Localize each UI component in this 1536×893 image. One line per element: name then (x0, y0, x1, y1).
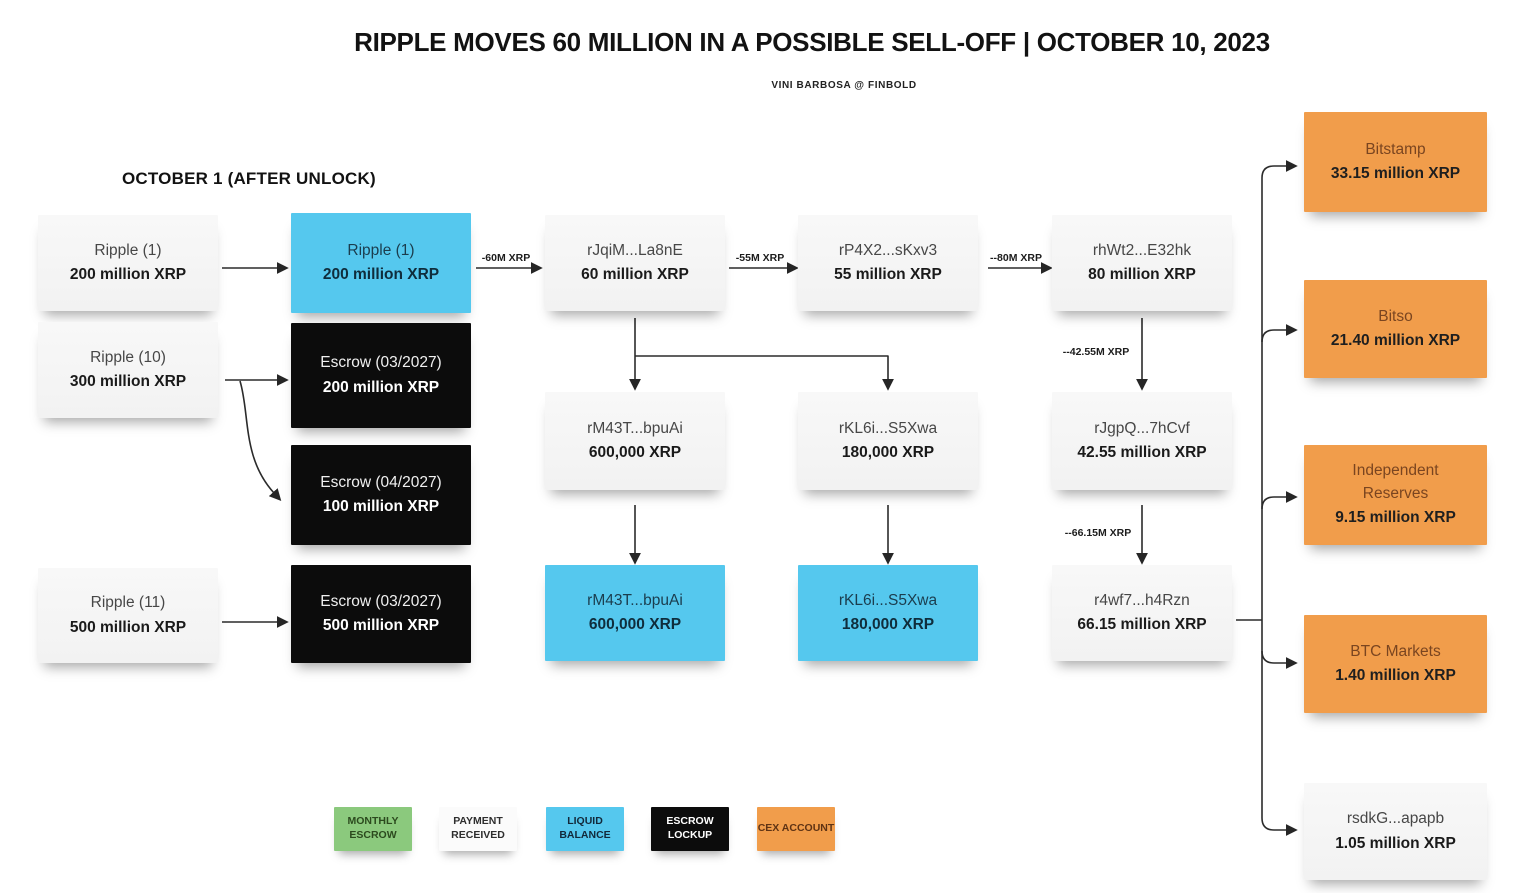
node-title: rM43T...bpuAi (587, 591, 683, 609)
node-title: Independent Reserves (1352, 462, 1439, 502)
flow-label-80m: --80M XRP (990, 252, 1042, 264)
node-title: Ripple (10) (90, 348, 166, 366)
arrow-trunk-to-rsdkg (1261, 620, 1298, 836)
node-escrow-04-2027-100m: Escrow (04/2027) 100 million XRP (291, 445, 471, 545)
arrow-trunk-to-bitso (1261, 324, 1298, 343)
node-title: Bitso (1378, 307, 1413, 325)
node-value: 200 million XRP (322, 378, 440, 396)
node-escrow-03-2027-200m: Escrow (03/2027) 200 million XRP (291, 323, 471, 428)
node-title: rJgpQ...7hCvf (1094, 419, 1190, 437)
node-title: Escrow (03/2027) (320, 592, 442, 610)
legend-label: ESCROW LOCKUP (666, 815, 714, 841)
legend-label: LIQUID BALANCE (559, 815, 611, 841)
node-title: Ripple (11) (90, 594, 166, 612)
node-title: rsdkG...apapb (1346, 810, 1445, 828)
node-title: BTC Markets (1350, 642, 1441, 660)
node-value: 80 million XRP (1088, 266, 1196, 283)
node-title: rJqiM...La8nE (587, 241, 683, 259)
legend-monthly-escrow: MONTHLY ESCROW (334, 807, 412, 851)
node-independent-reserves-cex: Independent Reserves 9.15 million XRP (1304, 445, 1487, 545)
byline: VINI BARBOSA @ FINBOLD (771, 80, 917, 91)
node-btc-markets-cex: BTC Markets 1.40 million XRP (1304, 615, 1487, 713)
node-bitso-cex: Bitso 21.40 million XRP (1304, 280, 1487, 378)
node-rjgpq-received: rJgpQ...7hCvf 42.55 million XRP (1052, 392, 1232, 490)
node-bitstamp-cex: Bitstamp 33.15 million XRP (1304, 112, 1487, 212)
node-value: 500 million XRP (322, 617, 440, 634)
arrow-rjqim-to-rkl6i (635, 355, 894, 391)
node-title: Ripple (1) (94, 241, 162, 259)
node-title: rKL6i...S5Xwa (838, 591, 938, 609)
flow-label-60m: -60M XRP (481, 252, 531, 264)
node-rkl6i-liquid: rKL6i...S5Xwa 180,000 XRP (798, 565, 978, 661)
node-escrow-03-2027-500m: Escrow (03/2027) 500 million XRP (291, 565, 471, 663)
node-ripple1-source: Ripple (1) 200 million XRP (38, 215, 218, 311)
legend-label: CEX ACCOUNT (757, 822, 835, 835)
node-value: 180,000 XRP (841, 616, 935, 633)
node-value: 9.15 million XRP (1335, 509, 1456, 527)
node-ripple11-source: Ripple (11) 500 million XRP (38, 568, 218, 663)
legend-label: PAYMENT RECEIVED (451, 815, 505, 841)
arrow-trunk-to-bitstamp (1261, 160, 1298, 620)
page-title: RIPPLE MOVES 60 MILLION IN A POSSIBLE SE… (354, 27, 1270, 57)
node-value: 600,000 XRP (588, 616, 682, 633)
node-value: 1.40 million XRP (1335, 667, 1456, 684)
node-title: rM43T...bpuAi (587, 419, 683, 437)
arrow-trunk-to-btc-markets (1261, 650, 1298, 669)
node-title: rKL6i...S5Xwa (838, 419, 938, 437)
node-value: 33.15 million XRP (1330, 165, 1461, 182)
node-title: rP4X2...sKxv3 (838, 241, 938, 259)
flow-label-55m: -55M XRP (735, 252, 785, 264)
flow-label-42-55m: --42.55M XRP (1062, 346, 1130, 358)
node-value: 1.05 million XRP (1335, 834, 1456, 852)
node-title: Escrow (03/2027) (320, 354, 442, 372)
node-rm43t-received: rM43T...bpuAi 600,000 XRP (545, 392, 725, 490)
node-rhwt2-received: rhWt2...E32hk 80 million XRP (1052, 215, 1232, 311)
node-rkl6i-received: rKL6i...S5Xwa 180,000 XRP (798, 392, 978, 490)
node-rm43t-liquid: rM43T...bpuAi 600,000 XRP (545, 565, 725, 661)
arrow-ripple10-to-escrow100 (239, 380, 282, 501)
node-value: 42.55 million XRP (1077, 444, 1207, 461)
node-value: 200 million XRP (322, 266, 440, 283)
legend-liquid-balance: LIQUID BALANCE (546, 807, 624, 851)
legend-escrow-lockup: ESCROW LOCKUP (651, 807, 729, 851)
node-value: 55 million XRP (834, 266, 942, 283)
node-title: Bitstamp (1365, 140, 1426, 158)
node-title: Ripple (1) (347, 241, 415, 259)
flow-label-66-15m: --66.15M XRP (1064, 527, 1132, 539)
node-value: 600,000 XRP (588, 444, 682, 461)
legend-payment-received: PAYMENT RECEIVED (439, 807, 517, 851)
node-value: 60 million XRP (581, 266, 689, 283)
node-value: 200 million XRP (69, 266, 187, 283)
node-ripple10-source: Ripple (10) 300 million XRP (38, 322, 218, 418)
node-title: r4wf7...h4Rzn (1094, 591, 1190, 609)
node-title: Escrow (04/2027) (320, 473, 442, 491)
node-title: rhWt2...E32hk (1092, 241, 1192, 259)
legend-label: MONTHLY ESCROW (347, 815, 399, 841)
node-value: 66.15 million XRP (1077, 616, 1207, 633)
node-r4wf7-received: r4wf7...h4Rzn 66.15 million XRP (1052, 565, 1232, 661)
arrow-trunk-to-independent-reserves (1261, 491, 1298, 510)
node-value: 100 million XRP (322, 498, 440, 515)
node-rjqim-received: rJqiM...La8nE 60 million XRP (545, 215, 725, 311)
legend-cex-account: CEX ACCOUNT (757, 807, 835, 851)
node-rp4x2-received: rP4X2...sKxv3 55 million XRP (798, 215, 978, 311)
node-value: 21.40 million XRP (1330, 332, 1461, 349)
node-ripple1-liquid: Ripple (1) 200 million XRP (291, 213, 471, 313)
node-rsdkg-received: rsdkG...apapb 1.05 million XRP (1304, 783, 1487, 880)
node-value: 300 million XRP (69, 373, 187, 390)
section-label: OCTOBER 1 (AFTER UNLOCK) (122, 169, 376, 188)
node-value: 500 million XRP (69, 618, 187, 636)
node-value: 180,000 XRP (841, 444, 935, 461)
